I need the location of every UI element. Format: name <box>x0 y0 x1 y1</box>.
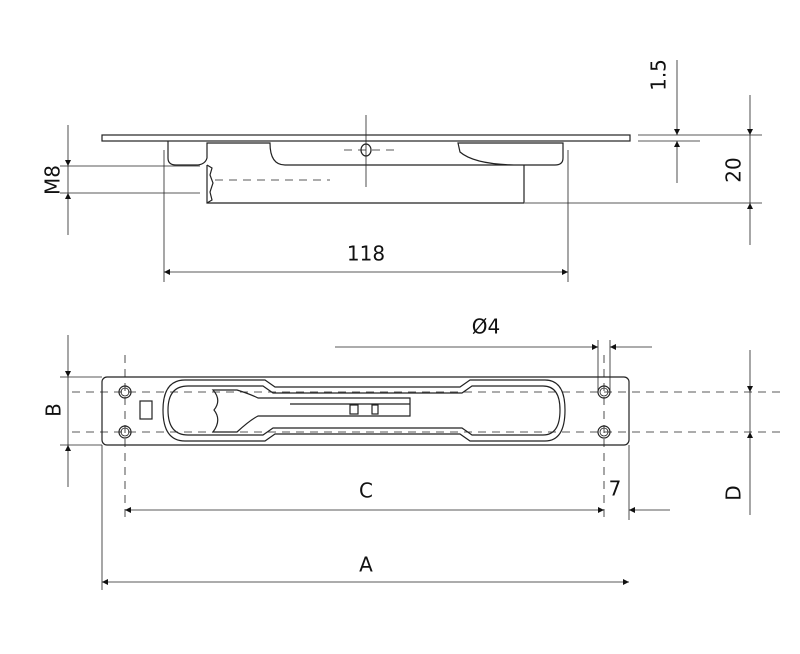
dimension-depth: 20 <box>722 157 746 182</box>
face-plate-top <box>101 376 630 446</box>
dimension-hole-spacing-width: D <box>722 485 746 500</box>
dimension-plate-thickness: 1.5 <box>647 59 671 91</box>
mounting-holes <box>118 385 611 439</box>
dimension-hole-spacing-length: C <box>359 479 373 503</box>
bolt-body <box>206 165 525 204</box>
bolt-housing <box>167 141 564 166</box>
dimension-length: 118 <box>347 242 385 266</box>
side-view: 118 M8 1.5 20 <box>41 59 762 282</box>
latch-icon <box>139 400 153 420</box>
top-view: Ø4 B D C 7 A <box>42 315 780 590</box>
bolt-pin <box>349 404 359 415</box>
thread-end <box>206 164 214 204</box>
dimension-hole-diameter: Ø4 <box>472 315 500 339</box>
dimension-overall-length: A <box>359 553 373 577</box>
dimension-plate-width: B <box>42 403 66 417</box>
slot-outline-outer <box>162 379 566 442</box>
bolt-knob <box>211 389 411 433</box>
slot-outline-inner <box>167 385 561 436</box>
dimension-thread: M8 <box>41 165 65 195</box>
dimension-hole-edge-offset: 7 <box>609 477 622 501</box>
